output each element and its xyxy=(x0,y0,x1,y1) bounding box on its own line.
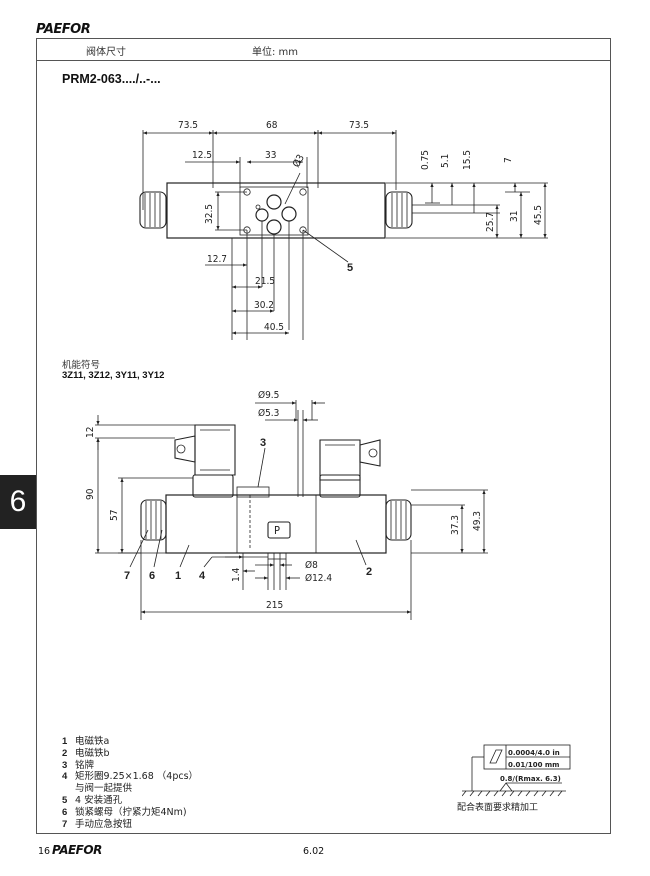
dim-top-33: 33 xyxy=(265,150,276,161)
header-row xyxy=(36,38,611,61)
tolerance-roughness: 0.8/(Rmax. 6.3) xyxy=(500,775,561,783)
dim-top-68: 68 xyxy=(266,120,278,131)
dim-front-phi12-4: Ø12.4 xyxy=(305,572,332,584)
callout-4: 4 xyxy=(199,570,206,582)
dim-top-phi3: Ø3 xyxy=(290,152,307,169)
dim-top-0-75: 0.75 xyxy=(420,150,431,170)
header-dimension-label: 阀体尺寸 xyxy=(86,47,126,58)
header-unit-label: 单位: mm xyxy=(252,47,299,58)
plate-letter-p: P xyxy=(274,524,280,537)
legend-item-continuation: 与阀一起提供 xyxy=(75,783,133,795)
dim-front-phi5-3: Ø5.3 xyxy=(258,407,279,419)
symbol-codes: 3Z11, 3Z12, 3Y11, 3Y12 xyxy=(62,370,165,381)
dim-front-12: 12 xyxy=(85,427,96,438)
dim-top-30-2: 30.2 xyxy=(254,300,274,311)
dim-top-12-7: 12.7 xyxy=(207,254,227,265)
dim-top-32-5: 32.5 xyxy=(204,204,215,224)
page-frame xyxy=(36,38,611,834)
callout-5: 5 xyxy=(347,262,353,274)
tolerance-flatness-mm: 0.01/100 mm xyxy=(508,761,559,769)
dim-front-37-3: 37.3 xyxy=(450,515,461,535)
dim-top-7: 7 xyxy=(503,157,514,163)
dim-top-73-5-left: 73.5 xyxy=(178,120,198,131)
page-number: 16 xyxy=(38,846,51,857)
dim-top-15-5: 15.5 xyxy=(462,150,473,170)
dim-top-73-5-right: 73.5 xyxy=(349,120,369,131)
symbol-label: 机能符号 xyxy=(62,360,101,371)
top-view-drawing xyxy=(139,130,548,340)
dim-top-31: 31 xyxy=(509,211,520,222)
brand-logo-top: PAEFOR xyxy=(36,22,91,37)
dim-top-21-5: 21.5 xyxy=(255,276,275,287)
dim-front-phi8: Ø8 xyxy=(305,559,318,571)
dim-top-40-5: 40.5 xyxy=(264,322,284,333)
dim-front-phi9-5: Ø9.5 xyxy=(258,389,279,401)
dim-front-1-4: 1.4 xyxy=(231,567,242,582)
model-title: PRM2-063..../..-... xyxy=(62,72,161,86)
version-number: 6.02 xyxy=(303,846,325,857)
callout-1: 1 xyxy=(175,570,181,582)
callout-7: 7 xyxy=(124,570,130,582)
dim-top-12-5: 12.5 xyxy=(192,150,212,161)
section-tab: 6 xyxy=(0,475,36,529)
dim-front-215: 215 xyxy=(266,600,283,611)
callout-3: 3 xyxy=(260,437,266,449)
tolerance-symbol: 0.0004/4.0 in 0.01/100 mm 0.8/(Rmax. 6.3… xyxy=(462,744,571,797)
front-view-drawing xyxy=(95,400,488,620)
callout-2: 2 xyxy=(366,566,372,578)
dim-front-90: 90 xyxy=(85,488,96,500)
brand-logo-bottom: PAEFOR xyxy=(52,843,102,857)
dim-top-25-7: 25.7 xyxy=(485,212,496,232)
dim-top-5-1: 5.1 xyxy=(440,154,451,168)
dim-front-57: 57 xyxy=(109,510,120,521)
tolerance-flatness-in: 0.0004/4.0 in xyxy=(508,749,560,757)
finish-requirement-label: 配合表面要求精加工 xyxy=(457,803,539,813)
callout-6: 6 xyxy=(149,570,155,582)
dim-top-45-5: 45.5 xyxy=(533,205,544,225)
dim-front-49-3: 49.3 xyxy=(472,511,483,531)
